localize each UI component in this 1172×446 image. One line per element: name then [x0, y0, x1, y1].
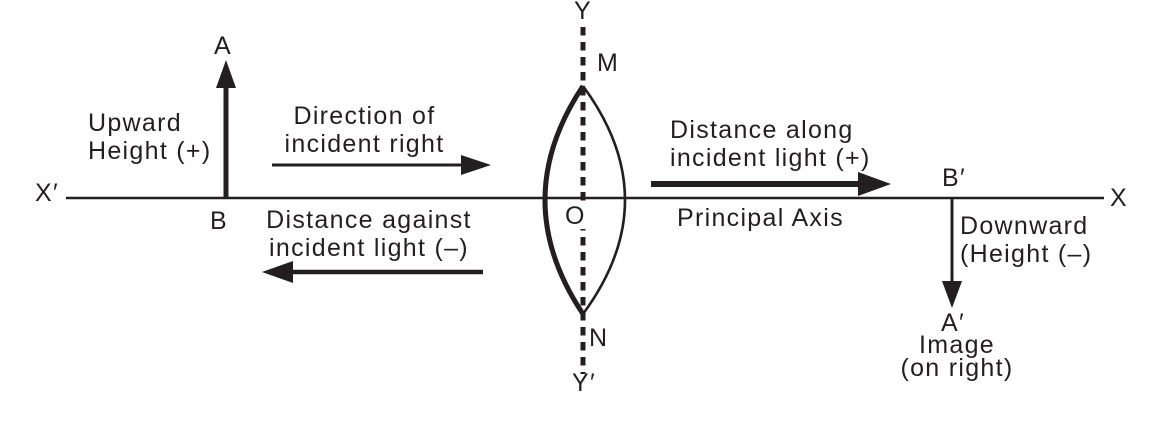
label-optical-center: O	[563, 202, 588, 230]
image-caption-line1: Image	[919, 331, 995, 359]
downward-height-line2: (Height (–)	[960, 240, 1093, 268]
image-arrow	[942, 199, 962, 308]
distance-along-arrow	[651, 172, 891, 196]
label-object-tip: A	[214, 32, 232, 60]
distance-along-line1: Distance along	[670, 116, 854, 144]
incident-direction-arrow	[272, 155, 491, 175]
upward-height-note: Upward Height (+)	[88, 109, 211, 165]
label-lens-bottom: N	[589, 324, 609, 352]
downward-height-note: Downward (Height (–)	[960, 212, 1092, 268]
lens-right-surface	[581, 85, 627, 315]
label-x: X	[1110, 184, 1128, 212]
label-x-prime: X′	[35, 179, 59, 207]
incident-direction-note: Direction of incident right	[262, 102, 467, 158]
lens-left-surface	[542, 84, 586, 316]
label-lens-top: M	[597, 49, 620, 77]
label-object-base: B	[210, 207, 228, 235]
distance-against-note: Distance against incident light (–)	[260, 206, 478, 262]
label-image-base: B′	[942, 164, 966, 192]
upward-height-line1: Upward	[88, 109, 182, 137]
incident-direction-line1: Direction of	[293, 102, 436, 130]
distance-against-line1: Distance against	[266, 206, 472, 234]
object-arrow	[216, 60, 236, 198]
distance-against-line2: incident light (–)	[269, 234, 469, 262]
incident-direction-line2: incident right	[284, 130, 445, 158]
label-y: Y	[574, 0, 592, 25]
label-y-prime: Y′	[572, 369, 596, 397]
image-caption: Image (on right)	[896, 331, 1018, 382]
upward-height-line2: Height (+)	[88, 137, 212, 165]
distance-against-arrow	[262, 261, 483, 283]
principal-axis-label: Principal Axis	[677, 204, 844, 232]
distance-along-line2: incident light (+)	[670, 144, 871, 172]
label-image-tip: A′	[941, 309, 965, 337]
downward-height-line1: Downward	[960, 212, 1089, 240]
image-caption-line2: (on right)	[900, 354, 1014, 382]
distance-along-note: Distance along incident light (+)	[670, 116, 871, 172]
